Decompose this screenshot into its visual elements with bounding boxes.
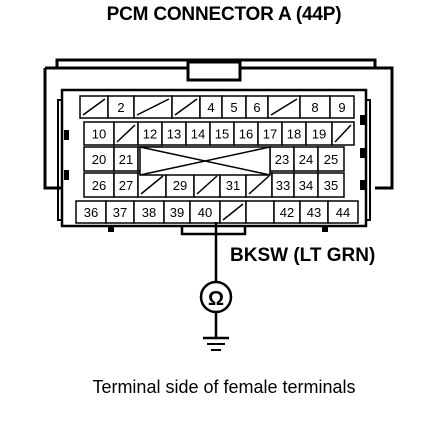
pin-label-37: 37 bbox=[113, 205, 127, 220]
pin-label-43: 43 bbox=[307, 205, 321, 220]
key-left-1 bbox=[64, 130, 69, 140]
ohm-symbol: Ω bbox=[208, 288, 224, 310]
ground-icon bbox=[203, 336, 229, 351]
pin-24 bbox=[293, 146, 319, 172]
housing-top-rail bbox=[55, 58, 377, 68]
pin-label-19: 19 bbox=[312, 127, 326, 142]
pin-unused-slash bbox=[116, 124, 136, 143]
key-left-2 bbox=[64, 170, 69, 180]
pin-label-16: 16 bbox=[239, 127, 253, 142]
pin-unused-slash bbox=[248, 175, 270, 195]
pin-unused-slash bbox=[174, 98, 198, 116]
housing-left-wall bbox=[43, 68, 62, 190]
pin-29 bbox=[165, 172, 195, 198]
pin-label-9: 9 bbox=[338, 100, 345, 115]
pin-unused-slash bbox=[334, 124, 352, 143]
pin-unused-slash bbox=[136, 98, 170, 116]
pin-label-36: 36 bbox=[84, 205, 98, 220]
pin-label-12: 12 bbox=[143, 127, 157, 142]
pin-35 bbox=[317, 172, 345, 198]
pin-label-13: 13 bbox=[167, 127, 181, 142]
bottom-tab bbox=[180, 226, 247, 236]
pin-label-34: 34 bbox=[299, 178, 313, 193]
diagram-caption: Terminal side of female terminals bbox=[92, 377, 356, 397]
pin-44 bbox=[327, 200, 359, 224]
pin-label-2: 2 bbox=[117, 100, 124, 115]
pin-label-21: 21 bbox=[119, 152, 133, 167]
pin-label-8: 8 bbox=[311, 100, 318, 115]
pin-label-44: 44 bbox=[336, 205, 350, 220]
ohmmeter-icon: Ω bbox=[199, 280, 233, 314]
pin-label-4: 4 bbox=[207, 100, 214, 115]
pin-label-42: 42 bbox=[280, 205, 294, 220]
pin-label-17: 17 bbox=[263, 127, 277, 142]
key-right-3 bbox=[360, 180, 365, 190]
pin-label-20: 20 bbox=[92, 152, 106, 167]
pin-34 bbox=[293, 172, 319, 198]
pin-unused-slash bbox=[140, 175, 164, 195]
pin-label-15: 15 bbox=[215, 127, 229, 142]
pin-label-6: 6 bbox=[253, 100, 260, 115]
pin-label-26: 26 bbox=[92, 178, 106, 193]
pin-label-31: 31 bbox=[226, 178, 240, 193]
pin-26 bbox=[83, 172, 115, 198]
pin-label-39: 39 bbox=[170, 205, 184, 220]
pin-label-35: 35 bbox=[324, 178, 338, 193]
pin-label-23: 23 bbox=[275, 152, 289, 167]
body-right-lip bbox=[366, 99, 371, 221]
pin-label-33: 33 bbox=[276, 178, 290, 193]
pin-9 bbox=[329, 95, 355, 119]
wire-label: BKSW (LT GRN) bbox=[230, 245, 376, 266]
key-right-2 bbox=[360, 148, 365, 158]
body-left-lip bbox=[57, 99, 62, 221]
pin-unused-slash bbox=[82, 98, 106, 116]
pin-25 bbox=[317, 146, 345, 172]
pin-label-25: 25 bbox=[324, 152, 338, 167]
pin-empty bbox=[245, 200, 275, 224]
bottom-key-left bbox=[108, 226, 114, 232]
pin-label-5: 5 bbox=[230, 100, 237, 115]
pin-label-38: 38 bbox=[142, 205, 156, 220]
pin-unused-slash bbox=[222, 203, 244, 221]
pin-grid: 2456891012131415161718192021222324252627… bbox=[75, 95, 359, 224]
pin-label-14: 14 bbox=[191, 127, 205, 142]
pin-label-27: 27 bbox=[119, 178, 133, 193]
pin-label-24: 24 bbox=[299, 152, 313, 167]
bottom-key-right bbox=[322, 226, 328, 232]
pin-label-18: 18 bbox=[287, 127, 301, 142]
lock-tab bbox=[186, 60, 242, 82]
pin-unused-slash bbox=[196, 175, 218, 195]
pin-label-29: 29 bbox=[173, 178, 187, 193]
pin-label-40: 40 bbox=[198, 205, 212, 220]
pin-unused-slash bbox=[270, 98, 298, 116]
pin-label-10: 10 bbox=[92, 127, 106, 142]
key-right-1 bbox=[360, 115, 365, 125]
diagram-title: PCM CONNECTOR A (44P) bbox=[106, 4, 342, 25]
